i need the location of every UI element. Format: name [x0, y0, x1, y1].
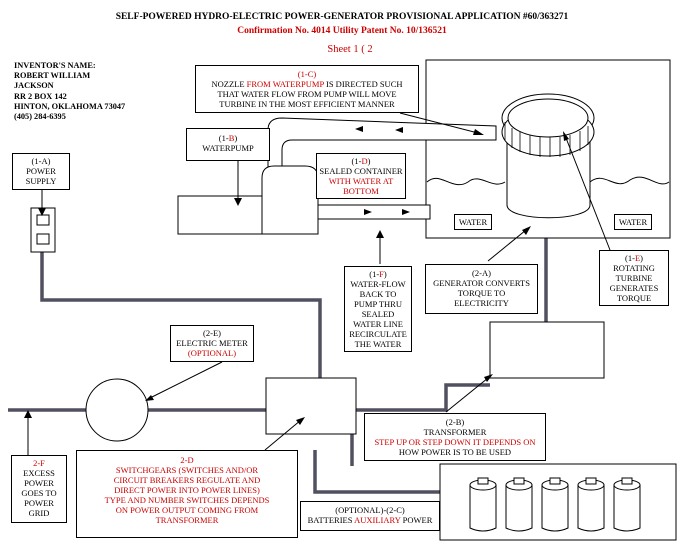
water-pump — [177, 165, 319, 235]
leader-arrowheads — [24, 129, 569, 425]
callout-2F-line3: GOES TO — [21, 488, 57, 498]
callout-1E-line2: TURBINE — [615, 273, 653, 283]
callout-1B: (1-B) WATERPUMP — [186, 128, 270, 161]
callout-1C-line2: THAT WATER FLOW FROM PUMP WILL MOVE — [217, 89, 397, 99]
callout-2C-prefix: (OPTIONAL)-(2-C) — [335, 505, 405, 515]
water-pipes — [267, 117, 497, 220]
callout-1D-line3: BOTTOM — [343, 186, 379, 196]
callout-2F-line4: POWER — [24, 498, 54, 508]
power-outlet — [30, 207, 56, 253]
line-switchgear-to-transformer — [356, 383, 490, 412]
callout-2C: (OPTIONAL)-(2-C) BATTERIES AUXILIARY POW… — [300, 501, 440, 531]
callout-1D: (1-D) SEALED CONTAINER WITH WATER AT BOT… — [316, 153, 406, 199]
callout-2E-line2: (OPTIONAL) — [187, 348, 237, 358]
callout-2A-line2: TORQUE TO — [457, 288, 506, 298]
callout-2F-id: 2-F — [33, 458, 45, 468]
callout-1E: (1-E) ROTATING TURBINE GENERATES TORQUE — [599, 250, 669, 306]
callout-2B-id: (2-B) — [445, 417, 465, 427]
callout-2F-line2: POWER — [24, 478, 54, 488]
callout-2D-line3: DIRECT POWER INTO POWER LINES) — [114, 485, 260, 495]
callout-1F-line1: WATER-FLOW — [350, 279, 406, 289]
power-lines — [8, 225, 548, 494]
document-title: SELF-POWERED HYDRO-ELECTRIC POWER-GENERA… — [115, 12, 569, 22]
inventor-address-1: RR 2 BOX 142 — [14, 91, 67, 101]
callout-2A-id: (2-A) — [472, 268, 491, 278]
callout-2F-line1: EXCESS — [23, 468, 55, 478]
callout-1C-id: (1-C) — [297, 69, 317, 79]
callout-1F-line5: WATER LINE — [353, 319, 403, 329]
callout-2D-line4: TYPE AND NUMBER SWITCHES DEPENDS — [104, 495, 270, 505]
callout-1A: (1-A) POWER SUPPLY — [12, 153, 70, 190]
callout-1F-line7: THE WATER — [354, 339, 402, 349]
callout-1F-line2: BACK TO — [359, 289, 397, 299]
line-switchgear-to-batteries — [313, 450, 440, 494]
inventor-address-2: HINTON, OKLAHOMA 73047 — [14, 101, 126, 111]
turbine — [501, 93, 595, 219]
confirmation-line: Confirmation No. 4014 Utility Patent No.… — [237, 26, 447, 36]
callout-1E-line3: GENERATES — [609, 283, 659, 293]
callout-2B: (2-B) TRANSFORMER STEP UP OR STEP DOWN I… — [364, 413, 546, 461]
callout-2B-line1: TRANSFORMER — [423, 427, 487, 437]
sheet-number: Sheet 1 ( 2 — [327, 44, 373, 55]
callout-2E: (2-E) ELECTRIC METER (OPTIONAL) — [170, 325, 254, 362]
callout-2D-id: 2-D — [180, 455, 194, 465]
callout-1F-id: (1-F) — [369, 269, 387, 279]
water-label-right: WATER — [614, 214, 652, 230]
callout-1B-text: WATERPUMP — [202, 143, 254, 153]
transformer — [489, 321, 605, 379]
callout-1F-line3: PUMP THRU — [354, 299, 402, 309]
callout-1F-line4: SEALED — [361, 309, 395, 319]
callout-1C-line3: TURBINE IN THE MOST EFFICIENT MANNER — [219, 99, 395, 109]
leader-lines — [27, 112, 611, 462]
callout-1E-id: (1-E) — [625, 253, 643, 263]
callout-2A-line1: GENERATOR CONVERTS — [433, 278, 530, 288]
water-label-left: WATER — [454, 214, 492, 230]
callout-1F-line6: RECIRCULATE — [349, 329, 407, 339]
callout-2E-id: (2-E) — [203, 328, 221, 338]
inventor-block: INVENTOR'S NAME: ROBERT WILLIAM JACKSON … — [14, 61, 164, 122]
callout-1B-id: (1-B) — [218, 133, 238, 143]
electric-meter — [85, 378, 149, 442]
callout-1A-line2: SUPPLY — [25, 176, 57, 186]
callout-1F: (1-F) WATER-FLOW BACK TO PUMP THRU SEALE… — [344, 266, 412, 352]
callout-2D-line2: CIRCUIT BREAKERS REGULATE AND — [113, 475, 261, 485]
inventor-name-2: JACKSON — [14, 81, 54, 91]
callout-1C-line1: NOZZLE FROM WATERPUMP IS DIRECTED SUCH — [211, 79, 403, 89]
callout-2D: 2-D SWITCHGEARS (SWITCHES AND/OR CIRCUIT… — [76, 450, 298, 538]
callout-2B-line2: STEP UP OR STEP DOWN IT DEPENDS ON — [374, 437, 536, 447]
inventor-phone: (405) 284-6395 — [14, 112, 66, 122]
callout-1D-line2: WITH WATER AT — [328, 176, 394, 186]
callout-2D-line5: ON POWER OUTPUT COMING FROM — [115, 505, 259, 515]
callout-1D-id: (1-D) — [351, 156, 371, 166]
callout-2F-line5: GRID — [28, 508, 50, 518]
callout-1C: (1-C) NOZZLE FROM WATERPUMP IS DIRECTED … — [195, 65, 419, 113]
callout-2D-line1: SWITCHGEARS (SWITCHES AND/OR — [115, 465, 259, 475]
callout-2E-line1: ELECTRIC METER — [176, 338, 248, 348]
callout-2F: 2-F EXCESS POWER GOES TO POWER GRID — [11, 455, 67, 523]
callout-1A-id: (1-A) — [31, 156, 51, 166]
inventor-label: INVENTOR'S NAME: — [14, 61, 96, 70]
water-surface — [426, 176, 670, 186]
callout-2D-line6: TRANSFORMER — [155, 515, 219, 525]
batteries — [469, 477, 641, 532]
inventor-name-1: ROBERT WILLIAM — [14, 71, 91, 81]
callout-1D-line1: SEALED CONTAINER — [319, 166, 403, 176]
callout-2B-line3: HOW POWER IS TO BE USED — [398, 447, 512, 457]
switchgear — [265, 377, 357, 435]
callout-2A-line3: ELECTRICITY — [454, 298, 509, 308]
callout-1E-line1: ROTATING — [613, 263, 655, 273]
pipe-return — [317, 204, 431, 220]
callout-1A-line1: POWER — [26, 166, 56, 176]
callout-2C-text: BATTERIES AUXILIARY POWER — [307, 515, 433, 525]
line-supply-to-switchgear — [40, 250, 322, 378]
callout-2A: (2-A) GENERATOR CONVERTS TORQUE TO ELECT… — [425, 264, 538, 314]
flow-arrows — [355, 126, 410, 215]
callout-1E-line4: TORQUE — [616, 293, 652, 303]
pipe-nozzle — [267, 117, 497, 176]
